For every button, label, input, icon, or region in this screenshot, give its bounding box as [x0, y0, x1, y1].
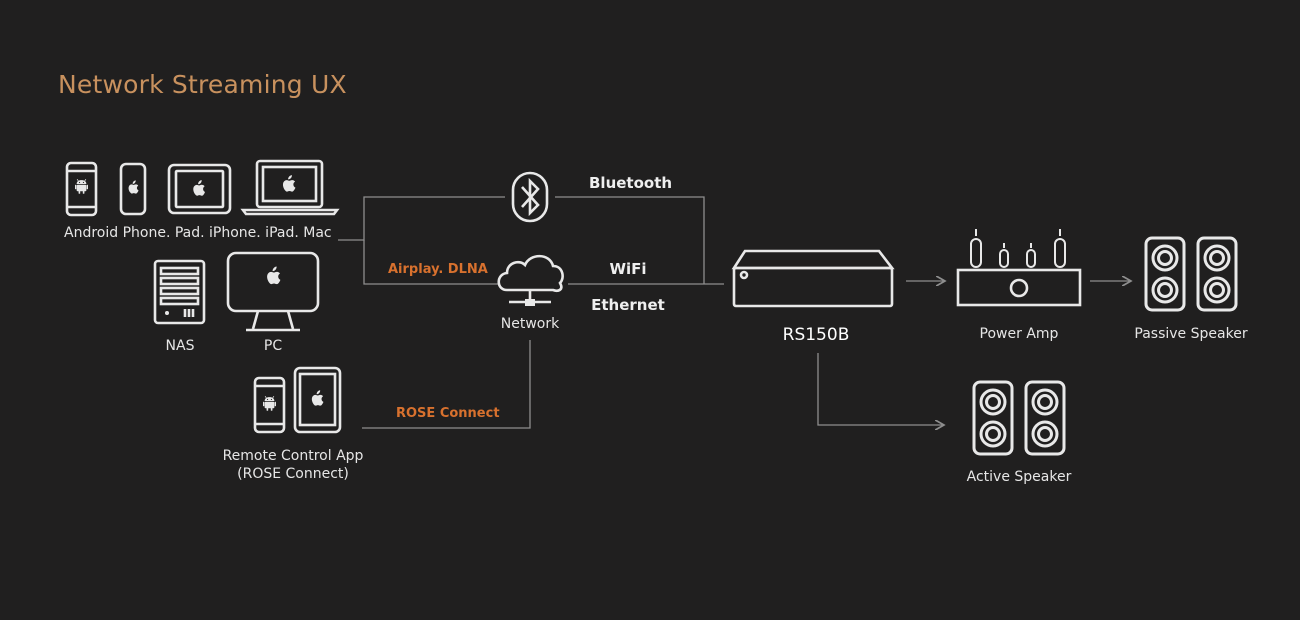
connector-lines: [338, 196, 1131, 428]
pc-label: PC: [264, 338, 282, 354]
passive-speaker-label: Passive Speaker: [1134, 326, 1247, 342]
nas-icon: [153, 259, 206, 325]
bluetooth-label: Bluetooth: [589, 174, 672, 192]
android-phone-icon: [65, 161, 98, 217]
ethernet-label: Ethernet: [591, 296, 665, 314]
cloud-network-icon: [497, 254, 564, 306]
power-amp-label: Power Amp: [980, 326, 1059, 342]
rs150b-device-icon: [731, 249, 895, 308]
power-amp-icon: [956, 229, 1082, 307]
ipad-icon: [167, 163, 232, 215]
nas-label: NAS: [166, 338, 195, 354]
pc-monitor-icon: [226, 251, 320, 332]
passive-speaker-icon: [1144, 236, 1238, 312]
rose-connect-label: ROSE Connect: [396, 406, 500, 421]
macbook-icon: [240, 159, 340, 216]
active-speaker-icon: [972, 380, 1066, 456]
network-label: Network: [501, 316, 560, 332]
active-speaker-label: Active Speaker: [967, 469, 1072, 485]
page-title: Network Streaming UX: [58, 70, 347, 99]
remote-android-phone-icon: [253, 376, 286, 434]
remote-ipad-icon: [293, 366, 342, 434]
iphone-icon: [119, 162, 147, 216]
mobile-devices-label: Android Phone. Pad. iPhone. iPad. Mac: [64, 225, 332, 241]
rs150b-label: RS150B: [783, 325, 850, 345]
wifi-label: WiFi: [609, 260, 646, 278]
remote-app-label-line1: Remote Control App: [223, 448, 364, 464]
bluetooth-icon: [511, 171, 549, 223]
remote-app-label-line2: (ROSE Connect): [237, 466, 349, 482]
airplay-dlna-label: Airplay. DLNA: [388, 262, 488, 277]
